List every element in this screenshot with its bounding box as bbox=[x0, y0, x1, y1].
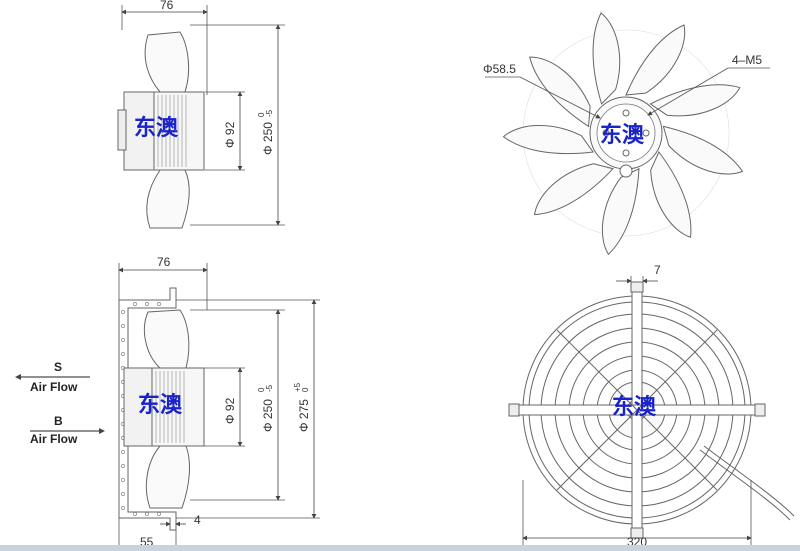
bottom-front-view: 7 320 东澳 bbox=[508, 263, 795, 549]
watermark-top-right: 东澳 bbox=[600, 122, 645, 148]
bottom-dim-4: 4 bbox=[194, 513, 201, 527]
front-bottom-dim: 320 bbox=[627, 535, 647, 545]
watermark-top-left: 东澳 bbox=[134, 115, 179, 141]
airflow-s-label: S bbox=[54, 360, 62, 374]
top-fan-dia: Φ 250 bbox=[261, 122, 275, 155]
bottom-guard-tol-lower: 0 bbox=[301, 387, 310, 392]
bottom-dim-55: 55 bbox=[140, 535, 154, 545]
top-width-dim: 76 bbox=[160, 0, 174, 12]
bottom-side-view: 76 Φ 92 Φ 250 bbox=[118, 255, 320, 549]
top-front-view: Φ58.5 4–M5 东澳 bbox=[483, 12, 770, 256]
bottom-fan-tol-lower: -5 bbox=[265, 384, 274, 392]
top-fan-tol-upper: 0 bbox=[257, 112, 266, 117]
bottom-hub-dia: Φ 92 bbox=[223, 397, 237, 424]
airflow-b-label: B bbox=[54, 414, 63, 428]
front-top-dim: 7 bbox=[654, 263, 661, 277]
watermark-bottom-left: 东澳 bbox=[138, 392, 183, 418]
bottom-fan-tol-upper: 0 bbox=[257, 387, 266, 392]
bottom-guard-dia: Φ 275 bbox=[297, 399, 311, 432]
bottom-width-dim: 76 bbox=[157, 255, 171, 269]
bottom-fan-dia: Φ 250 bbox=[261, 399, 275, 432]
watermark-bottom-right: 东澳 bbox=[612, 394, 657, 420]
bottom-guard-tol-upper: +5 bbox=[293, 382, 302, 392]
top-hub-dia: Φ 92 bbox=[223, 121, 237, 148]
front-mount: 4–M5 bbox=[732, 53, 762, 67]
front-hub-dia: Φ58.5 bbox=[483, 62, 516, 76]
window-bottom-edge bbox=[0, 545, 800, 551]
airflow-b-text: Air Flow bbox=[30, 432, 78, 446]
top-fan-tol-lower: -5 bbox=[265, 109, 274, 117]
airflow-s-text: Air Flow bbox=[30, 380, 78, 394]
airflow-legend: S Air Flow B Air Flow bbox=[15, 360, 105, 446]
top-side-view: 76 Φ 92 Φ 250 0 -5 东澳 bbox=[117, 0, 285, 229]
